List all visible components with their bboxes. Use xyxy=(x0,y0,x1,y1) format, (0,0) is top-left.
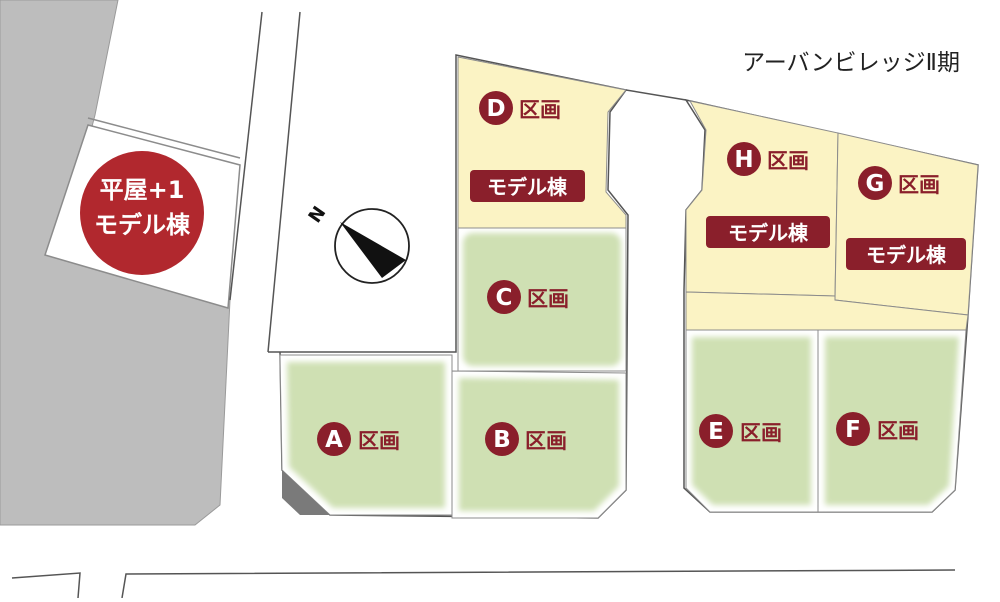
lot-c-letter: C xyxy=(496,285,513,311)
lot-g-model-text: モデル棟 xyxy=(866,243,947,267)
lot-h-label: H 区画 xyxy=(727,142,809,176)
lot-a-suffix: 区画 xyxy=(358,429,400,453)
lot-d-letter: D xyxy=(486,96,505,122)
lot-d-model-text: モデル棟 xyxy=(487,175,568,199)
compass-arrow-icon xyxy=(340,222,406,278)
lot-g-letter: G xyxy=(866,171,885,197)
lot-f-label: F 区画 xyxy=(836,412,919,446)
bottom-road-right xyxy=(121,569,956,599)
compass: N xyxy=(305,203,410,284)
lot-h-area xyxy=(685,100,839,297)
lot-a-letter: A xyxy=(325,427,343,453)
lot-h-letter: H xyxy=(734,147,753,173)
lot-c-label: C 区画 xyxy=(487,280,569,314)
lot-d-area xyxy=(457,56,627,229)
bottom-road-left xyxy=(11,572,81,599)
lot-d-label: D 区画 xyxy=(479,91,561,125)
lot-b-letter: B xyxy=(493,427,511,453)
lot-c-suffix: 区画 xyxy=(527,287,569,311)
road-edge-right xyxy=(267,11,301,353)
lot-e-letter: E xyxy=(708,419,724,445)
lot-g-suffix: 区画 xyxy=(898,173,940,197)
lot-a-label: A 区画 xyxy=(317,422,400,456)
lot-f-letter: F xyxy=(845,417,861,443)
lot-b-label: B 区画 xyxy=(485,422,567,456)
lot-b-suffix: 区画 xyxy=(525,429,567,453)
lot-f-suffix: 区画 xyxy=(877,419,919,443)
lot-g-label: G 区画 xyxy=(858,166,940,200)
lot-a-corner xyxy=(282,470,330,515)
lot-g-model-tag: モデル棟 xyxy=(846,238,966,270)
north-label: N xyxy=(305,203,331,227)
development-title: アーバンビレッジⅡ期 xyxy=(742,50,960,76)
lot-h-suffix: 区画 xyxy=(767,149,809,173)
lot-g-area xyxy=(834,132,979,316)
hiraya-model-badge: 平屋+1 モデル棟 xyxy=(80,151,204,275)
lot-e-label: E 区画 xyxy=(699,414,782,448)
lot-d-suffix: 区画 xyxy=(519,98,561,122)
hiraya-line1: 平屋+1 xyxy=(100,176,185,204)
hiraya-line2: モデル棟 xyxy=(94,211,191,239)
lot-h-model-tag: モデル棟 xyxy=(706,216,830,248)
lot-h-model-text: モデル棟 xyxy=(728,221,809,245)
lot-d-model-tag: モデル棟 xyxy=(470,170,585,202)
lot-e-suffix: 区画 xyxy=(740,421,782,445)
road-edge-left xyxy=(229,11,263,301)
